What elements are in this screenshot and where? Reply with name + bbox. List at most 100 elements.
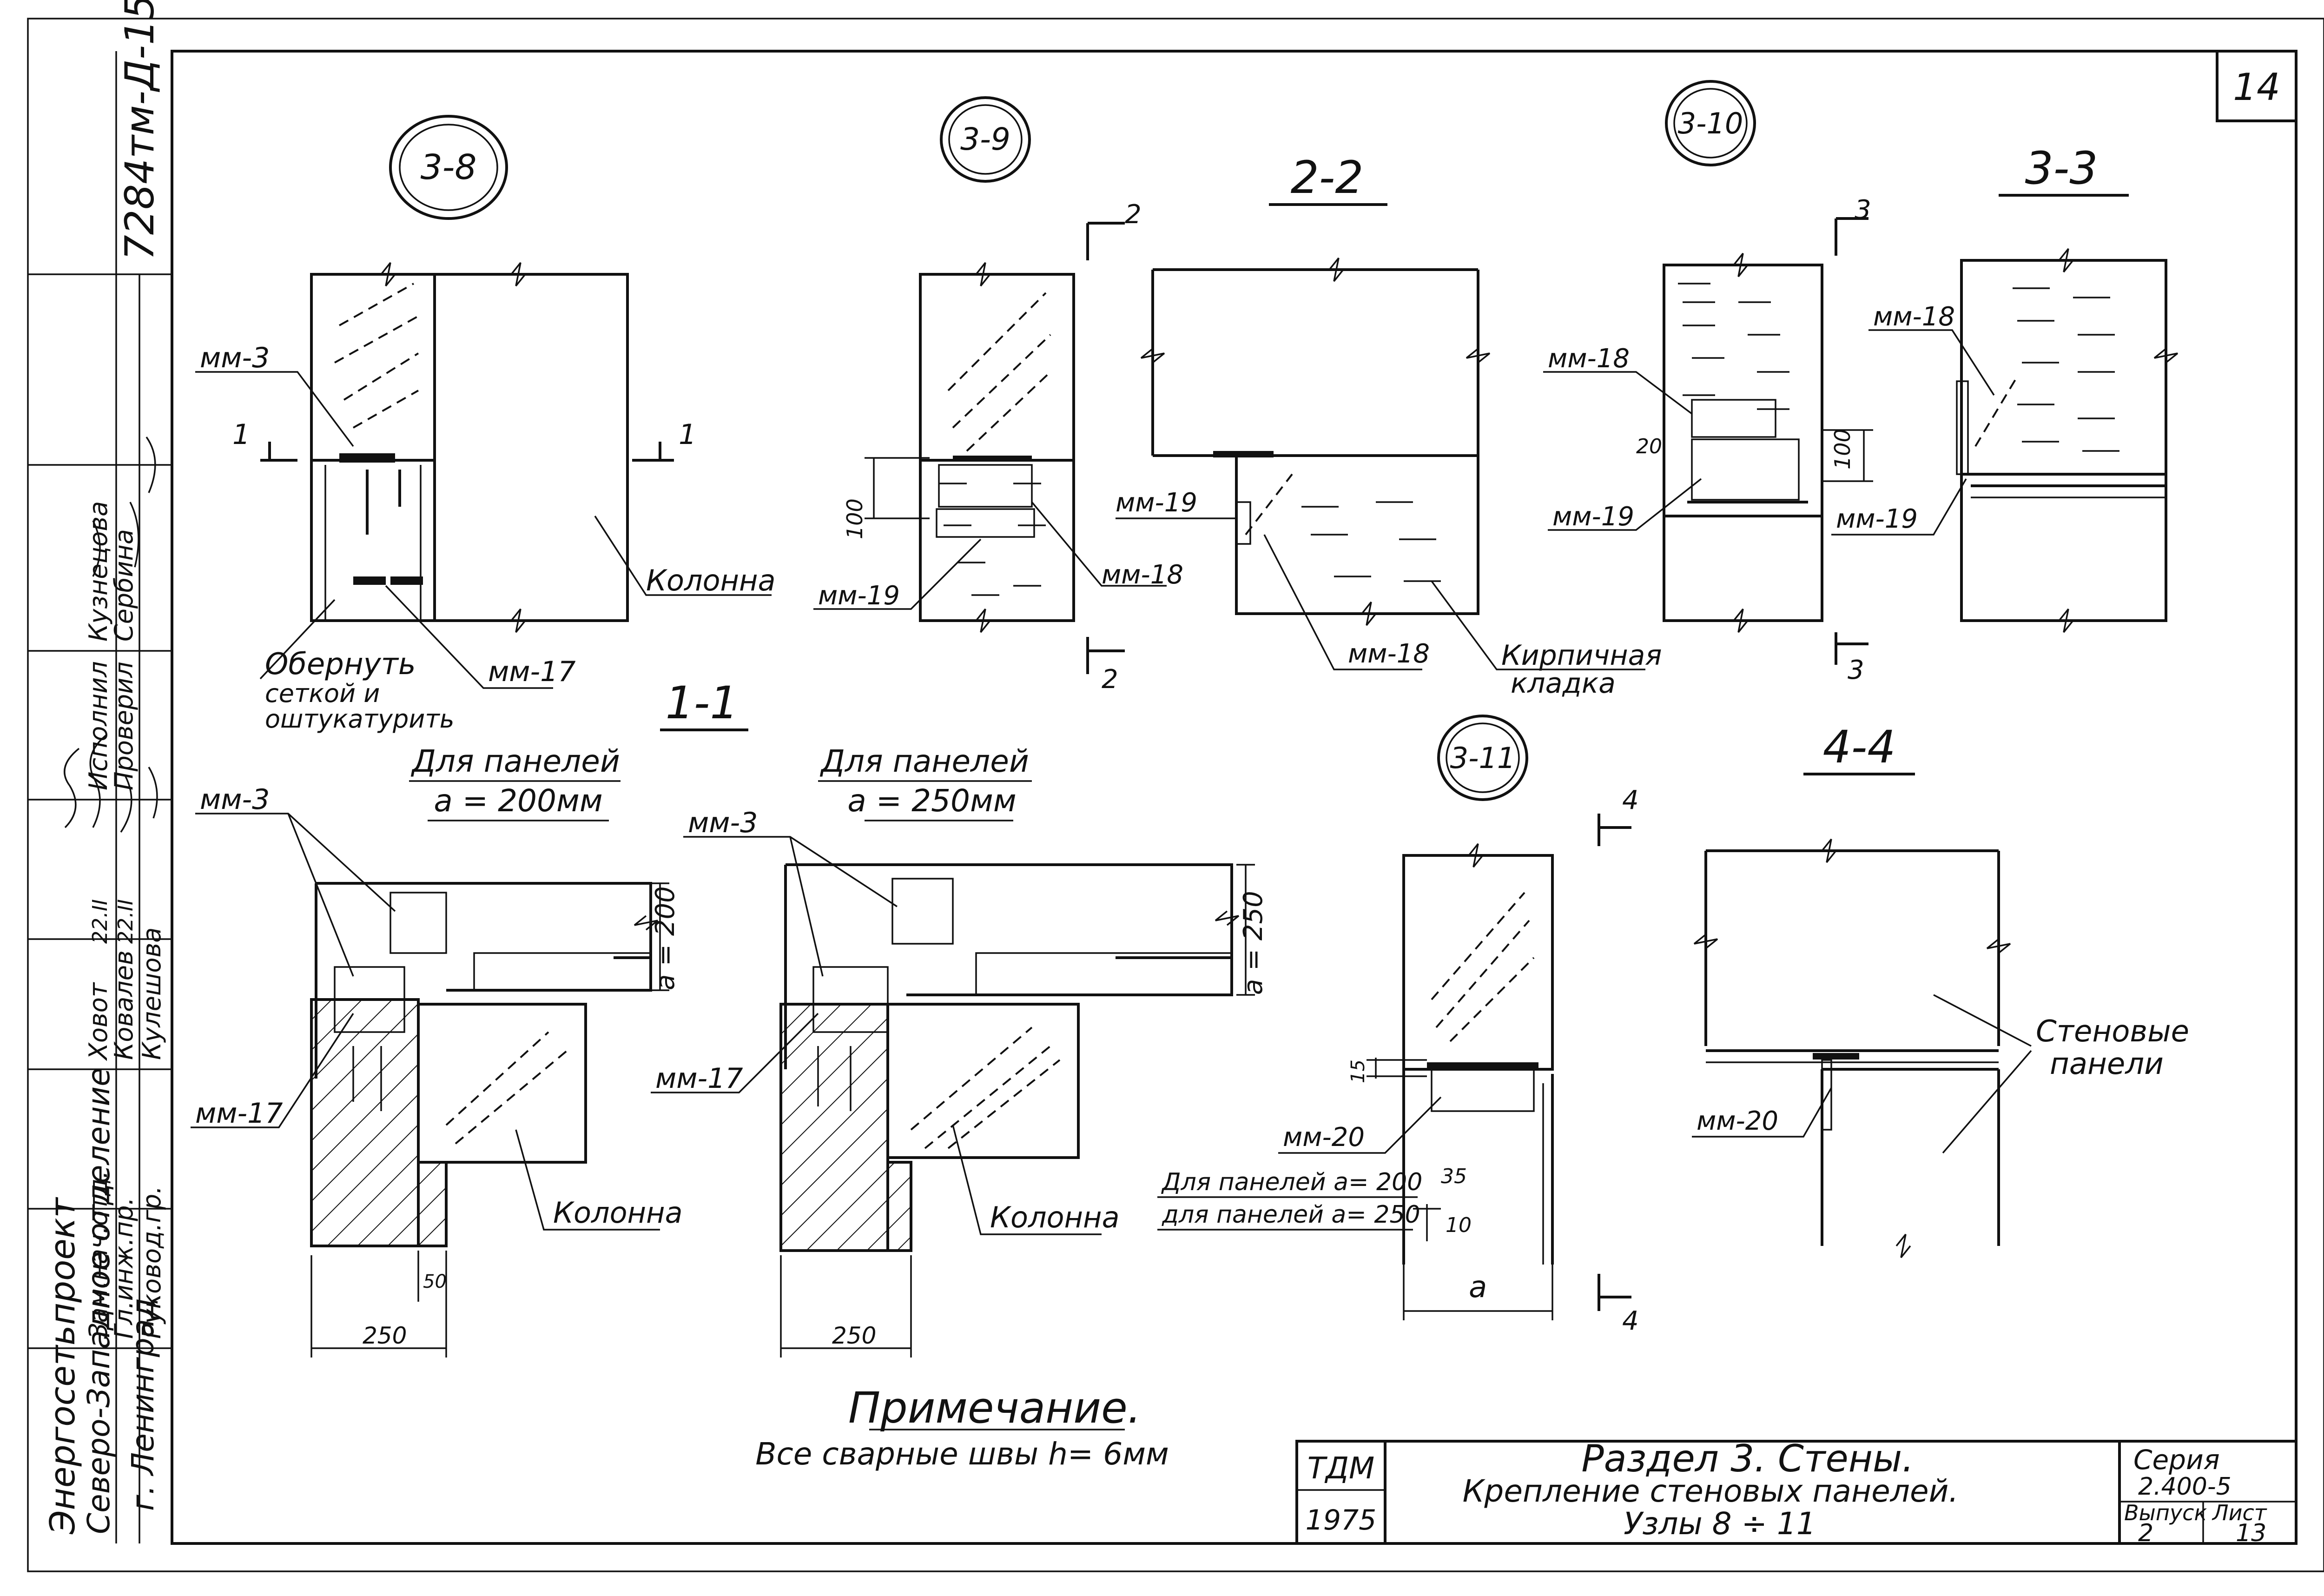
issue-value: 2 [2138, 1519, 2153, 1547]
title-org: ТДМ [1307, 1451, 1374, 1486]
dim-a250: а = 250 [1238, 891, 1268, 995]
sheet-value: 13 [2236, 1519, 2266, 1547]
panels-250-line1: Для панелей [819, 743, 1029, 779]
stamp-name-2: Кулешова [137, 927, 166, 1060]
stamp-role-2: Руковод.гр. [137, 1186, 166, 1339]
section-mark-2-top: 2 [1125, 199, 1142, 230]
note-text: Все сварные швы h= 6мм [755, 1436, 1169, 1472]
label-mm19-2-2: мм-19 [1116, 488, 1197, 518]
label-brick-1: Кирпичная [1501, 639, 1662, 672]
section-mark-4-bottom: 4 [1622, 1306, 1639, 1336]
label-mm17-1-1: мм-17 [195, 1097, 283, 1130]
detail-3-9: 3-9 100 2 2 мм-19 мм-18 [813, 96, 1183, 695]
dim-20-3-10: 20 [1636, 435, 1662, 458]
section-title-3-3: 3-3 [2025, 142, 2098, 194]
detail-3-11: 3-11 4 4 15 мм-20 Для панелей а= 200 для… [1157, 715, 1639, 1336]
dim-35-3-11: 35 [1441, 1165, 1467, 1188]
column [1960, 473, 2167, 622]
dim-a-3-11: а [1469, 1270, 1487, 1305]
section-mark-4-top: 4 [1622, 785, 1639, 815]
panels-200-line2: а = 200мм [434, 783, 602, 819]
title-block: ТДМ 1975 Раздел 3. Стены. Крепление стен… [1295, 1437, 2298, 1547]
column [1663, 515, 1823, 622]
note-title: Примечание. [848, 1383, 1141, 1433]
dim-15-3-11: 15 [1347, 1060, 1369, 1083]
label-mm19-3-9: мм-19 [818, 581, 900, 611]
label-kolonna-3-8: Колонна [646, 563, 776, 597]
dim-100-3-10: 100 [1830, 429, 1855, 470]
section-2-2: 2-2 мм-19 мм-18 Кирпичная кладка [1116, 152, 1662, 700]
sheet-label: Лист [2212, 1500, 2267, 1525]
title-line3: Узлы 8 ÷ 11 [1624, 1506, 1816, 1542]
p200-line: Для панелей а= 200 [1161, 1168, 1422, 1196]
dim-250-1-1b: 250 [832, 1322, 876, 1349]
section-mark-3-top: 3 [1855, 195, 1871, 225]
panel [310, 273, 436, 462]
dim-a200: а = 200 [650, 886, 680, 990]
dim-10-3-11: 10 [1446, 1213, 1472, 1237]
label-mm20-4-4: мм-20 [1697, 1106, 1778, 1136]
label-wrap-2: сеткой и [265, 679, 380, 708]
node-bubble-3-9 [940, 96, 1031, 183]
node-bubble-3-11 [1437, 715, 1528, 801]
detail-3-8: 3-8 мм-3 1 1 Колонна мм-17 Обернуть сетк… [195, 115, 776, 734]
sheet-inner-frame [171, 50, 2298, 1545]
panels-200-line1: Для панелей [410, 743, 620, 779]
column [433, 273, 629, 622]
stamp-role-0: Зам.нач.отд. [84, 1171, 113, 1339]
stamp-name-4: Сербина [109, 529, 139, 642]
title-line2: Крепление стеновых панелей. [1463, 1473, 1959, 1509]
label-mm17-3-8: мм-17 [488, 656, 576, 688]
section-title-1-1: 1-1 [666, 677, 739, 729]
panel-brick [1960, 259, 2167, 476]
section-title-4-4: 4-4 [1823, 721, 1896, 773]
section-1-1-a200: 1-1 Для панелей а = 200мм мм-3 мм-17 Кол… [191, 677, 748, 1358]
node-bubble-3-8 [389, 115, 508, 220]
label-mm18-2-2: мм-18 [1348, 639, 1430, 669]
dim-100-3-9: 100 [842, 498, 867, 539]
sheet-number: 14 [2233, 66, 2280, 109]
label-kolonna-1-1b: Колонна [990, 1200, 1120, 1234]
label-kolanna-1-1: Колонна [553, 1196, 683, 1230]
section-mark-3-bottom: 3 [1848, 655, 1864, 685]
section-1-1-a250: Для панелей а = 250мм мм-3 мм-17 Колонна… [651, 743, 1268, 1358]
panel [919, 273, 1075, 462]
stamp-role-4: Проверил [109, 662, 139, 790]
node-label-3-10: 3-10 [1678, 106, 1743, 140]
label-mm3: мм-3 [200, 342, 270, 374]
note-block: Примечание. Все сварные швы h= 6мм [755, 1383, 1169, 1472]
node-label-3-11: 3-11 [1450, 741, 1516, 775]
detail-3-10: 3-10 3 3 мм-18 20 мм-19 100 [1543, 80, 1873, 685]
label-mm18-3-9: мм-18 [1102, 560, 1183, 590]
section-mark-1-right: 1 [679, 418, 696, 451]
section-4-4: 4-4 Стеновые панели мм-20 [1692, 721, 2189, 1258]
stamp-role-3: Исполнил [84, 661, 113, 790]
stamp-org-name: Энергосетьпроект [43, 1197, 83, 1535]
node-bubble-3-10 [1665, 80, 1756, 166]
label-mm19-3-3: мм-19 [1836, 504, 1918, 534]
issue-label: Выпуск [2124, 1500, 2207, 1525]
panel [1402, 854, 1554, 1071]
label-mm19-3-10: мм-19 [1552, 502, 1634, 532]
panels-250-line2: а = 250мм [847, 783, 1016, 819]
label-mm20-3-11: мм-20 [1283, 1122, 1365, 1152]
section-mark-1-left: 1 [232, 418, 250, 451]
stamp-role-1: Гл.инж.пр. [109, 1197, 139, 1339]
stamp-org-branch: Северо-Западное отделение [81, 1067, 117, 1534]
left-stamp: 7284тм-Д-15 Зам.нач.отд. Гл.инж.пр. Руко… [28, 0, 172, 1543]
label-mm3-1-1b: мм-3 [688, 807, 758, 839]
p250-line: для панелей а= 250 [1162, 1201, 1420, 1229]
dim-250-1-1: 250 [363, 1322, 407, 1349]
title-year: 1975 [1306, 1504, 1377, 1536]
brick-2-2 [1235, 456, 1479, 615]
label-mm17-1-1b: мм-17 [655, 1062, 743, 1095]
label-mm18-3-10: мм-18 [1548, 344, 1630, 374]
stamp-name-0: Ховот [84, 982, 113, 1061]
stamp-name-1: Ковалев [109, 950, 139, 1060]
label-wrap-3: оштукатурить [265, 704, 455, 734]
label-mm3-1-1: мм-3 [200, 783, 270, 816]
label-brick-2: кладка [1511, 667, 1616, 700]
label-wrap-1: Обернуть [265, 647, 416, 682]
node-label-3-8: 3-8 [421, 147, 477, 187]
